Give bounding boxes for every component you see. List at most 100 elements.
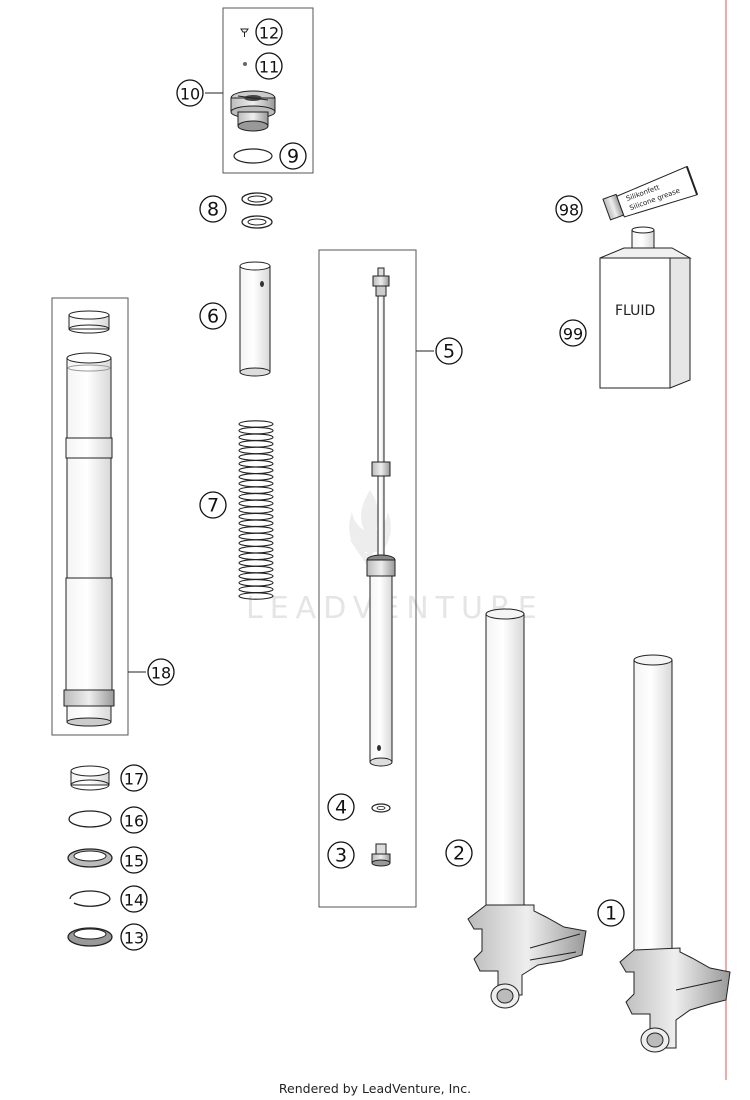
callout-circle <box>559 319 587 347</box>
group-box-5 <box>318 249 417 908</box>
spring-coil <box>238 565 274 574</box>
part-13-dust-seal <box>67 927 113 947</box>
callout-circle <box>327 841 355 869</box>
callout-circle <box>279 142 307 170</box>
spring-coil <box>238 459 274 468</box>
part-10-fork-cap <box>230 90 276 132</box>
callout-10: 10 <box>176 79 204 107</box>
callout-16: 16 <box>120 806 148 834</box>
spring-coil <box>238 433 274 441</box>
part-18-outer-tube <box>63 310 115 727</box>
spring-coil <box>238 486 274 494</box>
part-3-bolt <box>371 843 391 867</box>
callout-circle <box>147 658 175 686</box>
callout-7: 7 <box>199 491 227 519</box>
spring-coil <box>238 579 274 587</box>
callout-label: 99 <box>563 325 583 344</box>
part-98-silicone-grease: Silikonfett Silicone grease <box>602 165 699 221</box>
spring-coil <box>238 479 274 488</box>
callout-circle <box>597 899 625 927</box>
watermark: LEADVENTURE <box>246 490 537 626</box>
part-8-washers <box>241 192 273 229</box>
footer-credit: Rendered by LeadVenture, Inc. <box>278 1081 472 1096</box>
part-2-fork-leg <box>467 608 587 1009</box>
group-box-18 <box>51 297 129 736</box>
part-99-fork-fluid: FLUID <box>599 226 692 389</box>
spring-coil <box>238 559 274 567</box>
callout-circle <box>435 337 463 365</box>
callout-label: 14 <box>124 891 144 910</box>
callout-circle <box>255 18 283 46</box>
callout-label: 2 <box>453 843 465 865</box>
part-14-circlip <box>69 890 111 907</box>
callout-6: 6 <box>199 302 227 330</box>
callout-label: 9 <box>287 146 299 168</box>
part-7-spring <box>238 420 274 600</box>
callout-11: 11 <box>255 52 283 80</box>
callout-circle <box>176 79 204 107</box>
callout-label: 17 <box>124 770 144 789</box>
spring-coil <box>238 440 274 448</box>
callout-label: 18 <box>151 664 171 683</box>
part-1-fork-leg <box>619 654 731 1053</box>
part-12-screw <box>240 28 249 37</box>
spring-coil <box>238 420 274 428</box>
callout-9: 9 <box>279 142 307 170</box>
callout-label: 16 <box>124 812 144 831</box>
callout-circle <box>120 923 148 951</box>
callout-12: 12 <box>255 18 283 46</box>
part-6-spacer-tube <box>239 261 271 377</box>
part-4-washer <box>371 803 391 813</box>
part-5-damper-cartridge <box>366 267 396 767</box>
callout-circle <box>255 52 283 80</box>
spring-coil <box>238 552 274 561</box>
spring-coil <box>238 519 274 527</box>
callout-circle <box>199 195 227 223</box>
callout-circle <box>445 839 473 867</box>
callout-circle <box>555 195 583 223</box>
callout-15: 15 <box>120 846 148 874</box>
callout-circle <box>120 846 148 874</box>
spring-coil <box>238 572 274 580</box>
spring-coil <box>238 493 274 501</box>
part-15-oil-seal <box>67 848 113 868</box>
spring-coil <box>238 545 274 554</box>
callout-18: 18 <box>147 658 175 686</box>
callout-17: 17 <box>120 764 148 792</box>
part-16-washer <box>68 810 112 828</box>
callout-circle <box>120 806 148 834</box>
callout-13: 13 <box>120 923 148 951</box>
spring-coil <box>238 506 274 514</box>
callout-14: 14 <box>120 885 148 913</box>
callout-3: 3 <box>327 841 355 869</box>
part-11-ball <box>243 62 247 66</box>
callout-2: 2 <box>445 839 473 867</box>
spring-coil <box>238 466 274 475</box>
spring-coil <box>238 592 274 600</box>
part-9-o-ring <box>233 148 273 164</box>
callout-label: 98 <box>559 201 579 220</box>
spring-coil <box>238 473 274 481</box>
callout-circle <box>199 491 227 519</box>
group-box-10 <box>222 7 314 174</box>
spring-coil <box>238 539 274 547</box>
spring-coil <box>238 512 274 521</box>
spring-coil <box>238 426 274 435</box>
callout-label: 13 <box>124 929 144 948</box>
callout-label: 7 <box>207 495 219 517</box>
spring-coil <box>238 532 274 541</box>
callout-label: 10 <box>180 85 200 104</box>
callout-circle <box>120 764 148 792</box>
callout-circle <box>199 302 227 330</box>
callout-1: 1 <box>597 899 625 927</box>
callout-98: 98 <box>555 195 583 223</box>
callout-8: 8 <box>199 195 227 223</box>
callout-label: 8 <box>207 199 219 221</box>
callout-label: 3 <box>335 845 347 867</box>
callout-label: 5 <box>443 341 455 363</box>
fluid-label: FLUID <box>615 303 655 319</box>
part-17-bushing <box>70 765 110 791</box>
callout-4: 4 <box>327 793 355 821</box>
